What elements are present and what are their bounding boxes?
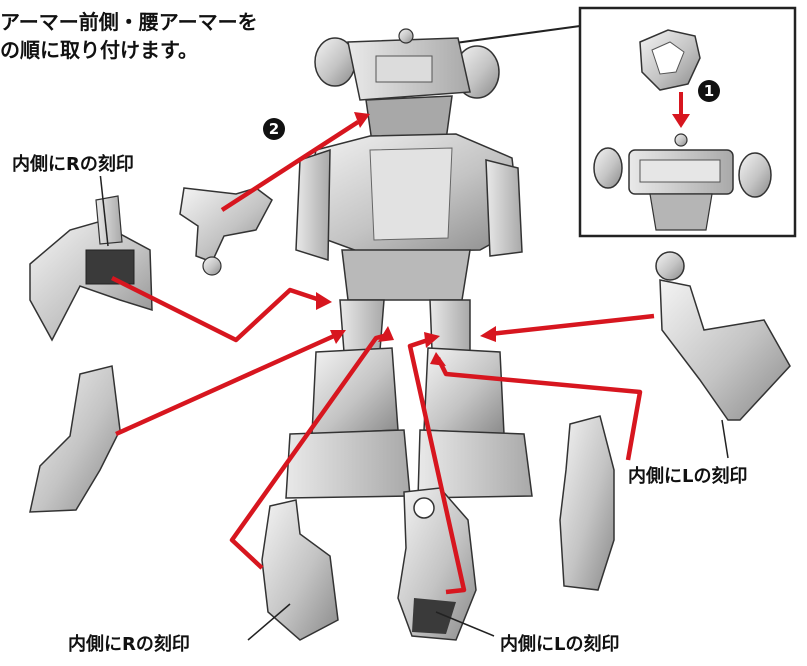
arrow-heads <box>316 112 496 366</box>
arrow-leg-left1 <box>115 333 335 437</box>
callout-chest <box>593 133 772 231</box>
part-leg-armor-left1 <box>29 365 121 513</box>
part-leg-armor-right <box>559 415 615 591</box>
part-skirt-l-bottom <box>397 487 477 641</box>
robot-figure <box>285 28 533 499</box>
label-inner-r-top: 内側にRの刻印 <box>10 150 136 176</box>
arrow-skirt-l-bottom <box>407 337 467 595</box>
instruction-line1: アーマー前側・腰アーマーを <box>0 10 258 34</box>
step-badge-1: 1 <box>698 80 720 102</box>
label-inner-l-bottom: 内側にLの刻印 <box>498 630 622 656</box>
arrow-leg-right <box>435 356 643 461</box>
part-skirt-r-top <box>29 195 153 342</box>
arrow-skirt-l-right <box>489 313 655 337</box>
part-chest-front <box>179 187 273 276</box>
arrow-skirt-r-top <box>110 275 321 343</box>
instruction-line2: の順に取り付けます。 <box>0 38 198 62</box>
part-skirt-r-bottom <box>261 499 339 641</box>
arrow-step2 <box>220 120 360 212</box>
detail-callout <box>447 6 797 238</box>
label-inner-l-right: 内側にLの刻印 <box>626 462 750 488</box>
part-skirt-l-right <box>655 251 791 421</box>
assembly-arrows <box>110 120 655 595</box>
leader-lines <box>99 171 729 641</box>
instruction-text: アーマー前側・腰アーマーを の順に取り付けます。 <box>0 8 258 64</box>
step-badge-2: 2 <box>263 118 285 140</box>
label-inner-r-bottom: 内側にRの刻印 <box>66 630 192 656</box>
arrow-skirt-r-bottom <box>229 333 385 570</box>
